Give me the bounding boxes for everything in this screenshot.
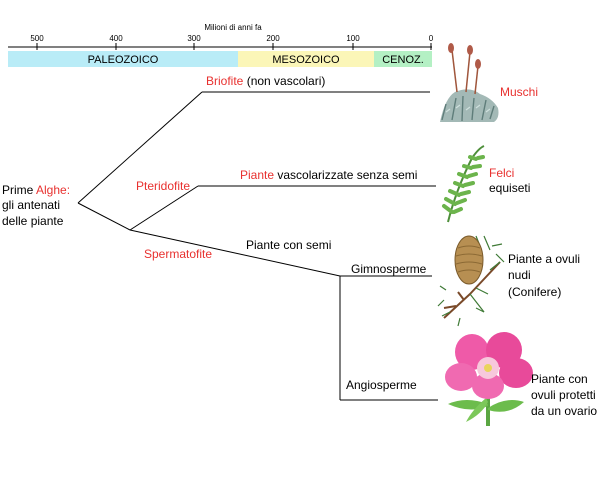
era-bar: PALEOZOICO MESOZOICO CENOZ. [8, 51, 432, 67]
tick-label: 400 [109, 34, 123, 43]
leaf-fiori-line1: Piante con [531, 372, 588, 386]
leaf-fiori-line3: da un ovario [531, 404, 597, 418]
flower-icon [445, 332, 533, 426]
branch-spermatofite [129, 229, 341, 277]
leaf-conifere-line3: (Conifere) [508, 285, 561, 299]
leaf-felci-line2: equiseti [489, 181, 530, 195]
label-seeds: Piante con semi [246, 238, 331, 252]
tick-label: 300 [187, 34, 201, 43]
tick-label: 100 [346, 34, 360, 43]
label-briofite: Briofite (non vascolari) [206, 74, 325, 88]
label-angiosperme: Angiosperme [346, 378, 417, 392]
fern-icon [442, 145, 485, 223]
era-cenozoic-label: CENOZ. [382, 54, 424, 66]
branch-pteridofite [129, 185, 199, 231]
label-spermatofite: Spermatofite [144, 247, 212, 261]
timeline-title: Milioni di anni fa [204, 23, 262, 32]
tree-branches [77, 91, 438, 401]
leaf-muschi: Muschi [500, 85, 538, 99]
branch-briofite [77, 91, 203, 204]
timeline-ticks: 500 400 300 200 100 0 [30, 34, 434, 50]
era-mesozoic-label: MESOZOICO [272, 54, 340, 66]
leaf-conifere-line1: Piante a ovuli [508, 252, 580, 266]
leaf-conifere-line2: nudi [508, 268, 531, 282]
era-mesozoic [238, 51, 374, 67]
tick-label: 500 [30, 34, 44, 43]
label-pteridofite: Pteridofite [136, 179, 190, 193]
label-gimnosperme: Gimnosperme [351, 262, 427, 276]
root-label-line1: Prime Alghe: [2, 183, 70, 197]
root-label-line3: delle piante [2, 214, 64, 228]
era-paleozoic-label: PALEOZOICO [88, 54, 159, 66]
moss-icon [440, 43, 499, 122]
tick-label: 0 [429, 34, 434, 43]
era-cenozoic [374, 51, 432, 67]
tick-label: 200 [266, 34, 280, 43]
label-vascular: Piante vascolarizzate senza semi [240, 168, 417, 182]
era-paleozoic [8, 51, 238, 67]
root-label-line2: gli antenati [2, 198, 60, 212]
leaf-felci-line1: Felci [489, 166, 514, 180]
leaf-fiori-line2: ovuli protetti [531, 388, 596, 402]
branch-trunk [77, 202, 131, 231]
pine-cone-icon [437, 235, 505, 327]
